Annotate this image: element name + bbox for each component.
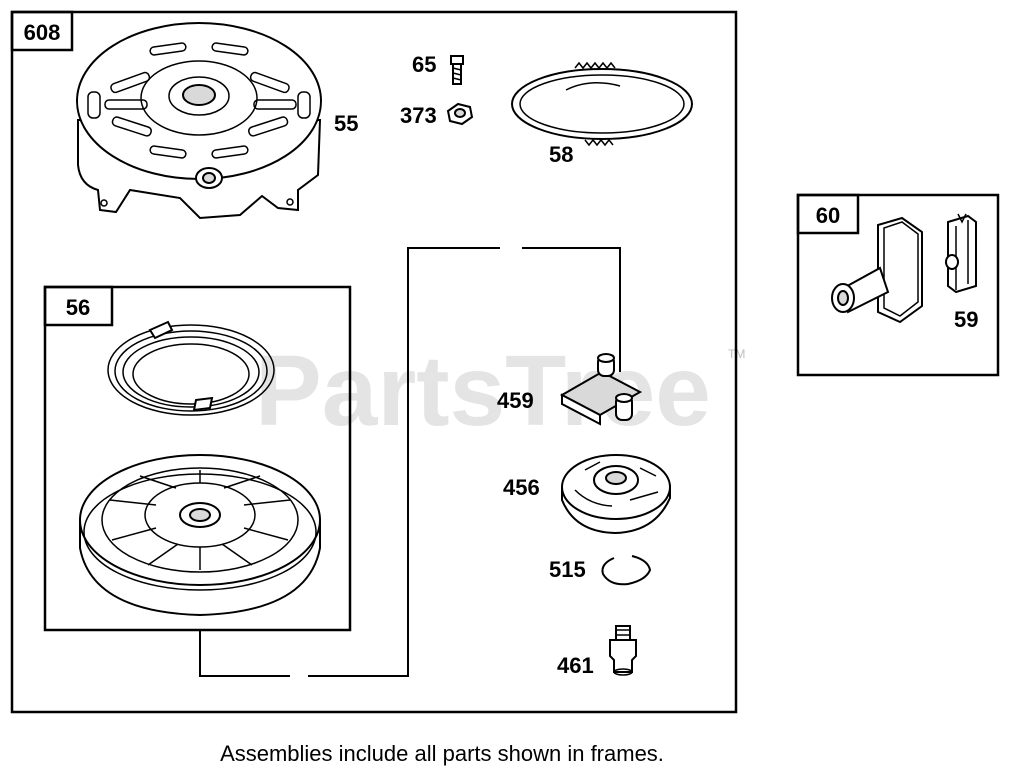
clip-part bbox=[601, 555, 652, 586]
outer-frame-tab bbox=[10, 10, 74, 52]
handle-assembly-number: 60 bbox=[816, 203, 840, 228]
footer-note: Assemblies include all parts shown in fr… bbox=[220, 741, 664, 766]
spring-part bbox=[107, 320, 275, 416]
retainer-part bbox=[561, 454, 671, 535]
part-number-rope: 58 bbox=[549, 142, 573, 167]
handle-assembly-frame bbox=[796, 193, 1000, 377]
pawl-part bbox=[559, 353, 643, 426]
part-number-clip: 515 bbox=[549, 557, 586, 582]
pulley-assembly-frame bbox=[43, 285, 352, 632]
outer-frame-number: 608 bbox=[24, 20, 61, 45]
part-number-retainer: 456 bbox=[503, 475, 540, 500]
part-number-pin: 461 bbox=[557, 653, 594, 678]
handle-part bbox=[831, 216, 923, 324]
part-number-screw: 65 bbox=[412, 52, 436, 77]
part-number-housing: 55 bbox=[334, 111, 358, 136]
outer-frame bbox=[10, 10, 738, 714]
part-number-handle-insert: 59 bbox=[954, 307, 978, 332]
screw-part bbox=[450, 55, 464, 85]
part-number-nut: 373 bbox=[400, 103, 437, 128]
pulley-assembly-number: 56 bbox=[66, 295, 90, 320]
part-number-pawl: 459 bbox=[497, 388, 534, 413]
pulley-assembly-tab bbox=[43, 285, 114, 327]
leader-line-bottom-left bbox=[199, 630, 290, 677]
pulley-part bbox=[79, 454, 321, 617]
leader-line-bracket bbox=[308, 247, 500, 677]
nut-part bbox=[446, 102, 474, 126]
watermark-text: PartsTree bbox=[255, 335, 711, 447]
leader-line-top-right bbox=[522, 247, 621, 372]
handle-insert-part bbox=[945, 213, 977, 294]
rope-part bbox=[511, 61, 693, 147]
housing-part bbox=[76, 22, 322, 220]
pin-part bbox=[609, 625, 637, 676]
handle-assembly-tab bbox=[796, 193, 860, 235]
